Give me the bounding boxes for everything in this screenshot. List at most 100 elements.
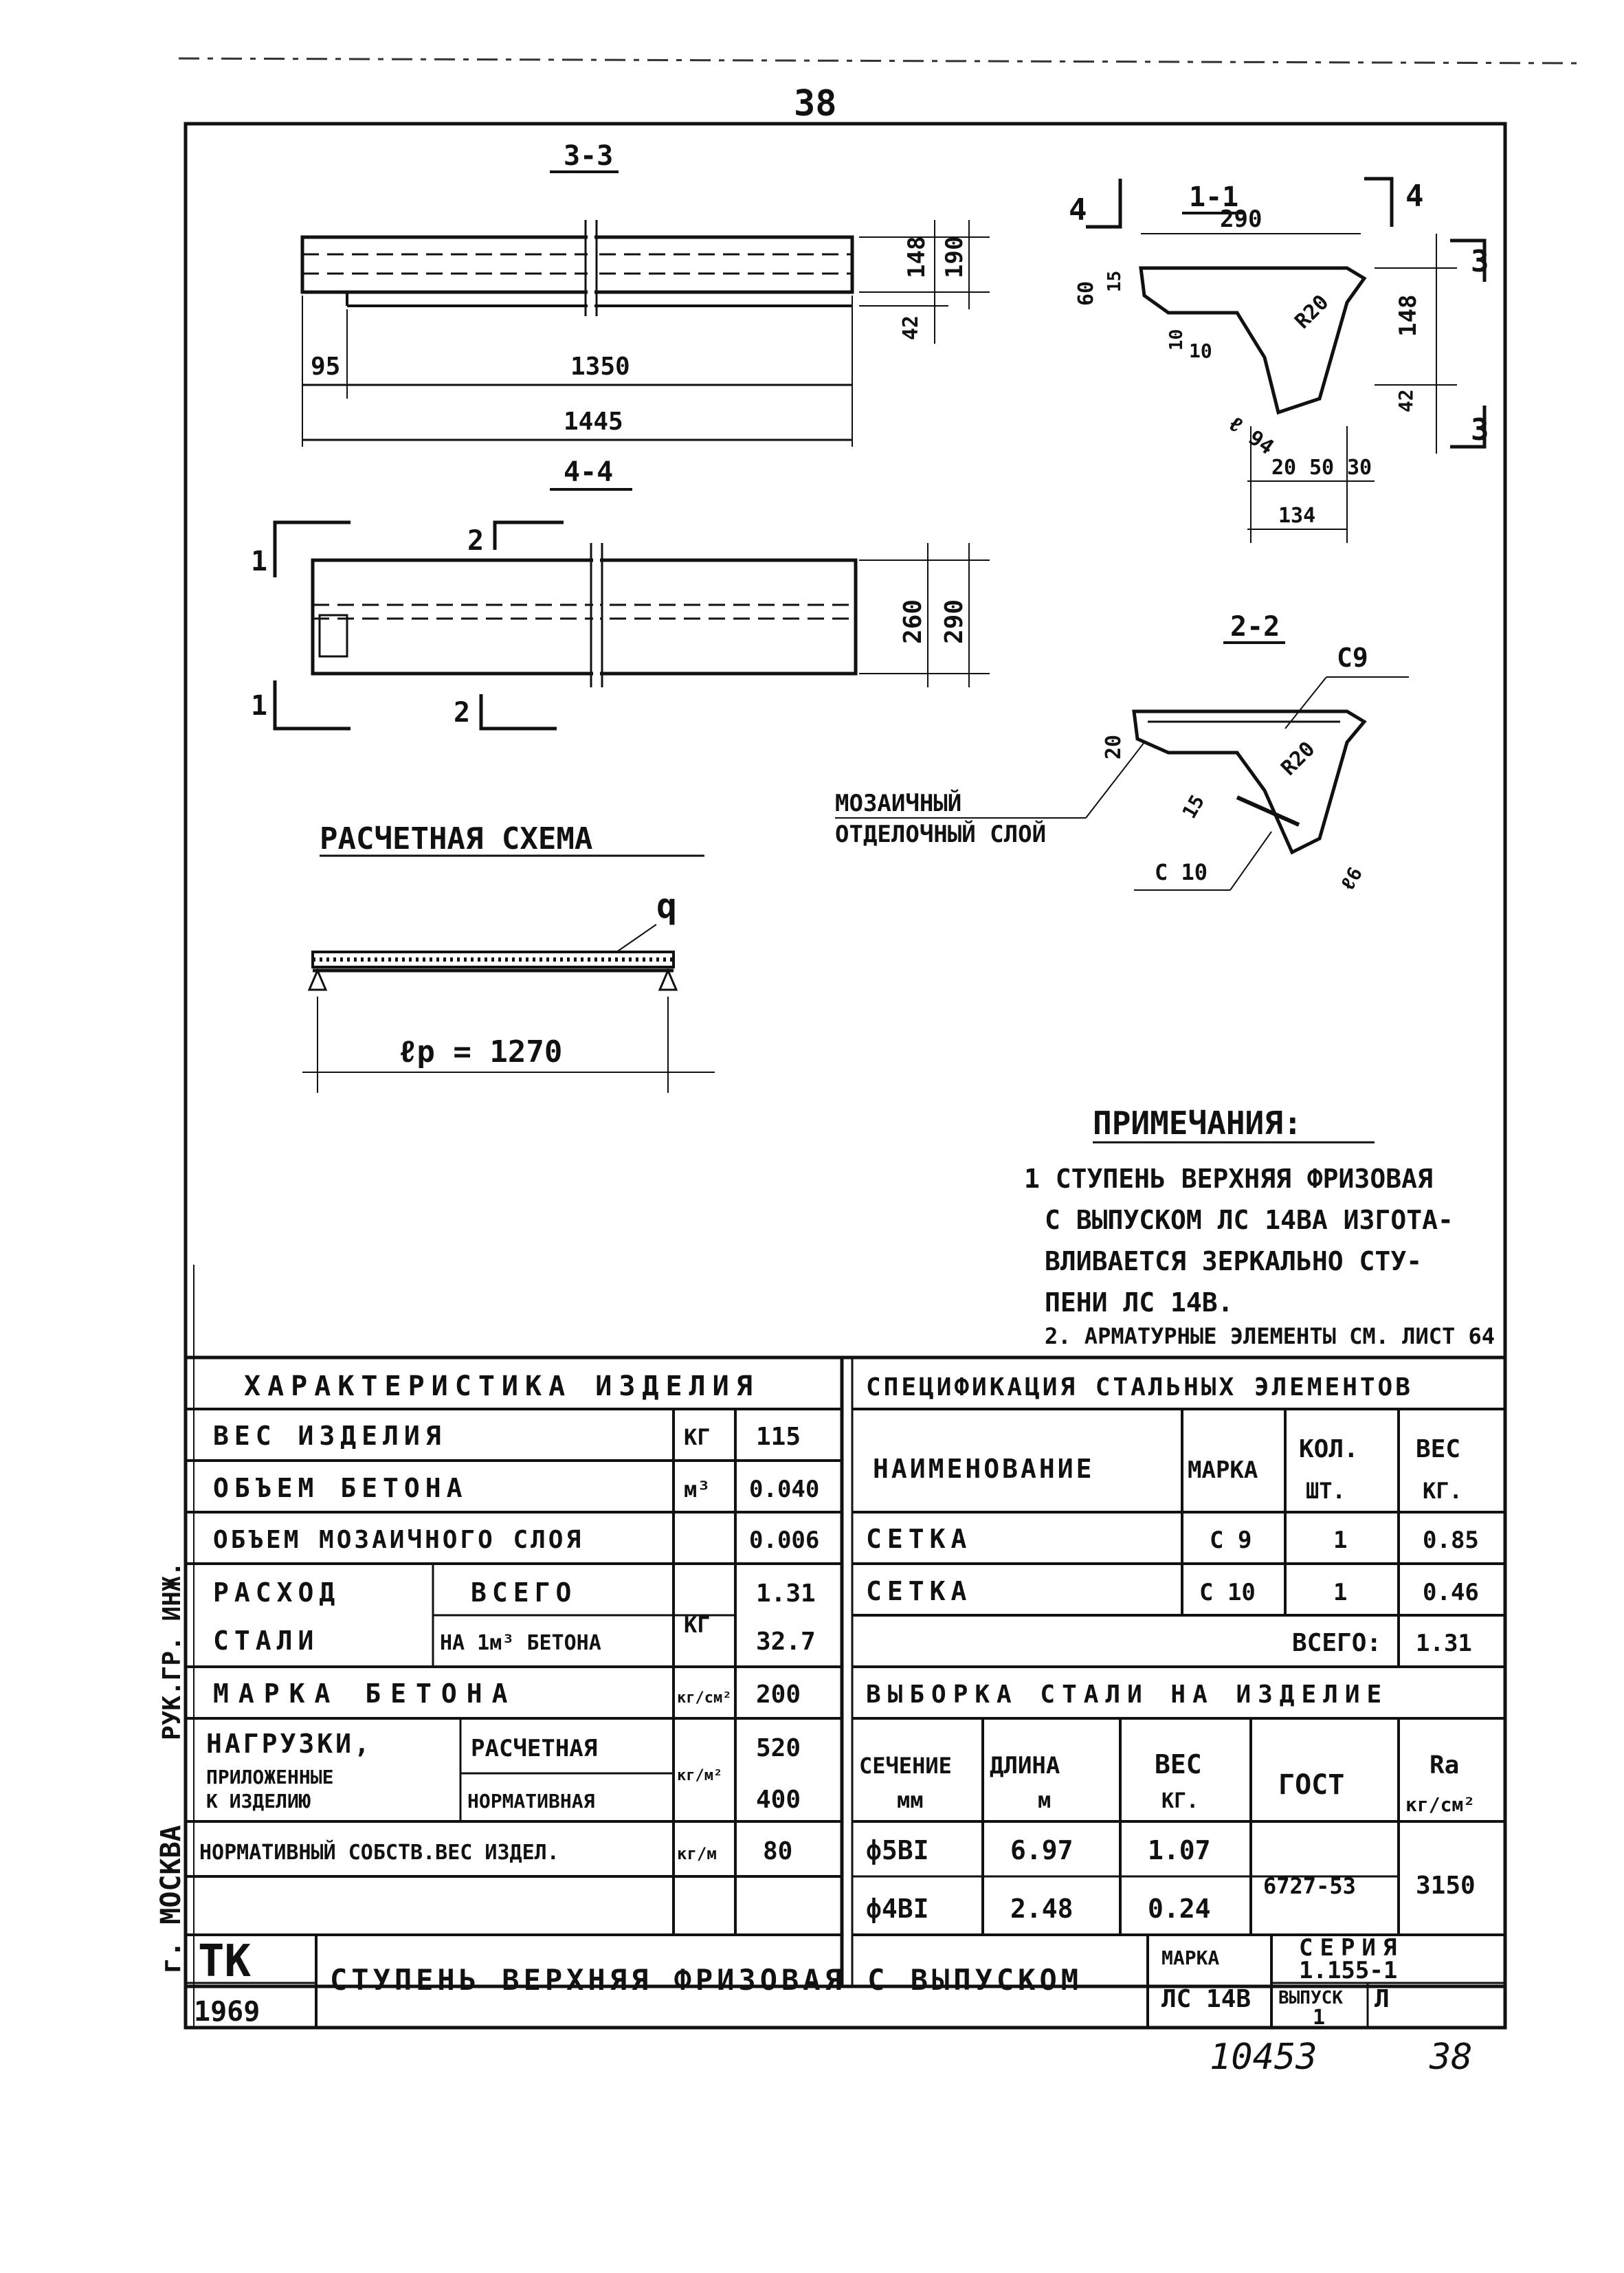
tb-sheet-letter: Л <box>1375 1985 1390 2013</box>
sel-head-len-l1: ДЛИНА <box>990 1752 1060 1779</box>
char-steel-sub1: ВСЕГО <box>471 1577 577 1608</box>
spec-row1-qty: 1 <box>1333 1527 1347 1554</box>
spec-head-mark: МАРКА <box>1188 1456 1258 1484</box>
tb-year: 1969 <box>194 1996 260 2028</box>
spec-row1-name: СЕТКА <box>866 1524 972 1554</box>
mosaic-label-line1: МОЗАИЧНЫЙ <box>835 789 961 817</box>
char-row-concrete: ОБЪЕМ БЕТОНА <box>213 1473 468 1503</box>
section-4-4-label: 4-4 <box>564 456 613 488</box>
char-loads-sub2: НОРМАТИВНАЯ <box>467 1790 594 1812</box>
scheme-title: РАСЧЕТНАЯ СХЕМА <box>320 821 592 856</box>
notes-title: ПРИМЕЧАНИЯ: <box>1093 1105 1302 1142</box>
tb-issue-value: 1 <box>1313 2006 1325 2030</box>
scheme-load-q: q <box>656 886 677 926</box>
spec-row2-weight: 0.46 <box>1423 1579 1479 1606</box>
page-number-bottom: 38 <box>1429 2037 1473 2078</box>
char-selfweight: НОРМАТИВНЫЙ СОБСТВ.ВЕС ИЗДЕЛ. <box>199 1840 559 1865</box>
dim-1-r20: R20 <box>1290 290 1333 333</box>
dim-1-15: 15 <box>1104 271 1125 292</box>
dim-1-10b: 10 <box>1189 340 1212 362</box>
dim-2-r20: R20 <box>1276 737 1320 780</box>
sel-head-len-l2: м <box>1038 1787 1051 1813</box>
dim-1-42: 42 <box>1394 389 1417 412</box>
dim-42: 42 <box>899 315 923 340</box>
table-row: СЕТКА С 9 1 0.85 <box>866 1524 1479 1554</box>
cut-2-bottom: 2 <box>454 697 470 729</box>
table-row: ф5ВI 6.97 1.07 <box>866 1835 1211 1865</box>
sheet-frame <box>183 122 1507 2030</box>
dim-260: 260 <box>899 599 927 644</box>
dim-1350: 1350 <box>570 353 630 381</box>
char-grade-value: 200 <box>756 1681 801 1709</box>
spec-head-name: НАИМЕНОВАНИЕ <box>873 1454 1095 1484</box>
char-row-concrete-value: 0.040 <box>749 1476 819 1503</box>
dim-2-20: 20 <box>1102 735 1126 759</box>
org-logo: ТК <box>198 1936 252 1987</box>
spec-row2-name: СЕТКА <box>866 1576 972 1606</box>
sel-row1-sec: ф5ВI <box>866 1835 929 1865</box>
characteristics-table: ХАРАКТЕРИСТИКА ИЗДЕЛИЯ ВЕС ИЗДЕЛИЯ КГ 11… <box>186 1357 854 1986</box>
char-loads-sub1: РАСЧЕТНАЯ <box>471 1735 597 1762</box>
sel-ra-value: 3150 <box>1416 1872 1476 1900</box>
sel-head-w-l2: КГ. <box>1161 1789 1199 1813</box>
note-1-line1: 1 СТУПЕНЬ ВЕРХНЯЯ ФРИЗОВАЯ <box>1024 1164 1433 1194</box>
section-2-2: 2-2 C9 20 R20 15 ℓ6 МОЗАИЧНЫЙ ОТДЕЛОЧНЫЙ… <box>835 611 1409 894</box>
char-steel-l1: РАСХОД <box>213 1577 340 1608</box>
char-title: ХАРАКТЕРИСТИКА ИЗДЕЛИЯ <box>244 1371 759 1402</box>
char-row-weight-value: 115 <box>756 1423 801 1451</box>
scheme-span: ℓр = 1270 <box>399 1034 562 1069</box>
spec-total-value: 1.31 <box>1416 1630 1472 1657</box>
calc-scheme: РАСЧЕТНАЯ СХЕМА q ℓр = 1270 <box>302 821 715 1093</box>
char-loads-l2: ПРИЛОЖЕННЫЕ <box>206 1766 333 1788</box>
spec-row2-qty: 1 <box>1333 1579 1347 1606</box>
dim-148: 148 <box>903 236 931 278</box>
section-1-1-label: 1-1 <box>1189 181 1238 213</box>
sel-row2-sec: ф4ВI <box>866 1894 929 1924</box>
tb-mark-value: ЛС 14В <box>1161 1985 1251 2013</box>
char-selfweight-value: 80 <box>763 1837 792 1865</box>
spec-table: СПЕЦИФИКАЦИЯ СТАЛЬНЫХ ЭЛЕМЕНТОВ НАИМЕНОВ… <box>852 1373 1505 1668</box>
sel-title: ВЫБОРКА СТАЛИ НА ИЗДЕЛИЕ <box>866 1681 1388 1709</box>
tb-series-label: СЕРИЯ <box>1299 1934 1403 1962</box>
dim-190: 190 <box>941 236 968 278</box>
table-row: СЕТКА С 10 1 0.46 <box>866 1576 1479 1606</box>
sel-row2-w: 0.24 <box>1148 1894 1211 1924</box>
char-steel-val1: 1.31 <box>756 1579 816 1608</box>
sel-row1-w: 1.07 <box>1148 1835 1211 1865</box>
dim-1-50b: 30 <box>1347 456 1372 480</box>
sel-head-sec-l2: мм <box>897 1787 924 1813</box>
char-row-concrete-unit: м³ <box>684 1476 711 1503</box>
side-role: РУК.ГР. ИНЖ. <box>158 1562 186 1740</box>
title-block: ТК 1969 СТУПЕНЬ ВЕРХНЯЯ ФРИЗОВАЯ С ВЫПУС… <box>186 1934 1505 2030</box>
section-2-2-label: 2-2 <box>1230 611 1280 643</box>
tb-series-value: 1.155-1 <box>1299 1957 1397 1984</box>
note-2: 2. АРМАТУРНЫЕ ЭЛЕМЕНТЫ СМ. ЛИСТ 64 <box>1045 1323 1495 1349</box>
char-loads-val2: 400 <box>756 1786 801 1814</box>
char-loads-unit: кг/м² <box>677 1767 722 1784</box>
trim-line <box>178 57 1581 65</box>
mark-c9: C9 <box>1337 643 1368 673</box>
spec-head-w-l1: ВЕС <box>1416 1435 1460 1463</box>
sel-row2-len: 2.48 <box>1010 1894 1074 1924</box>
char-loads-val1: 520 <box>756 1734 801 1762</box>
spec-title: СПЕЦИФИКАЦИЯ СТАЛЬНЫХ ЭЛЕМЕНТОВ <box>866 1373 1413 1401</box>
mark-c10: С 10 <box>1155 859 1208 885</box>
mosaic-label-line2: ОТДЕЛОЧНЫЙ СЛОЙ <box>835 820 1046 848</box>
dim-1-134: 134 <box>1278 504 1315 528</box>
cut-4-right: 4 <box>1405 179 1424 214</box>
spec-row2-mark: С 10 <box>1199 1579 1256 1606</box>
cut-4-left: 4 <box>1069 192 1087 228</box>
cut-1-bottom: 1 <box>251 690 267 722</box>
archive-number: 10453 <box>1210 2037 1317 2078</box>
notes: ПРИМЕЧАНИЯ: 1 СТУПЕНЬ ВЕРХНЯЯ ФРИЗОВАЯ С… <box>1024 1105 1495 1349</box>
dim-2-6: ℓ6 <box>1336 863 1367 895</box>
side-stamp: г. МОСКВА РУК.ГР. ИНЖ. <box>155 1265 1505 2028</box>
sel-head-ra-l2: кг/см² <box>1405 1793 1475 1816</box>
sel-head-sec-l1: СЕЧЕНИЕ <box>859 1753 952 1779</box>
cut-2-top: 2 <box>467 525 484 557</box>
sel-head-gost: ГОСТ <box>1278 1769 1344 1801</box>
char-steel-sub2: НА 1м³ БЕТОНА <box>440 1631 601 1655</box>
dim-1-60: 60 <box>1074 281 1098 306</box>
spec-head-w-l2: КГ. <box>1423 1478 1462 1504</box>
